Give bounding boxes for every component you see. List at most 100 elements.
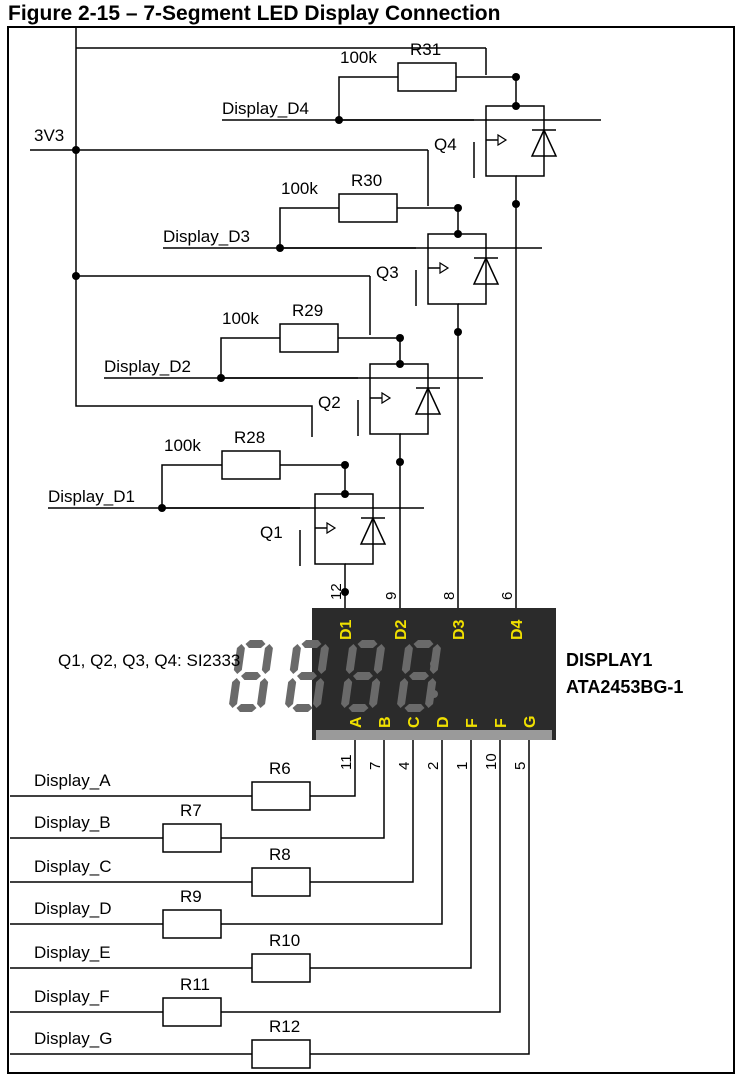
- segment-bar: [397, 678, 409, 708]
- junction-dot: [512, 200, 520, 208]
- resistor-r11: [162, 997, 222, 1027]
- resistor-r7: [162, 823, 222, 853]
- pin-number: 4: [396, 762, 413, 770]
- digit-1: [229, 640, 273, 712]
- segment-wires: [10, 740, 530, 1055]
- segment-bar: [317, 644, 329, 674]
- segment-bar: [285, 678, 297, 708]
- junction-dot: [158, 504, 166, 512]
- net-label: Display_F: [34, 987, 110, 1006]
- display-bezel: [316, 730, 552, 740]
- segment-driver-display-c: Display_C R8 4: [10, 740, 414, 897]
- segment-bar: [373, 644, 385, 674]
- junction-dot: [341, 490, 349, 498]
- figure-frame: [7, 26, 735, 1074]
- segment-bar: [404, 704, 425, 712]
- net-label: Display_D1: [48, 487, 135, 506]
- resistor-r8: [251, 867, 311, 897]
- net-label: Display_D: [34, 899, 111, 918]
- resistor-r10: [251, 953, 311, 983]
- resistor-r31: [397, 62, 457, 92]
- segment-wires: [10, 740, 356, 797]
- segment-bar: [292, 704, 313, 712]
- resistor-designator: R29: [292, 301, 323, 320]
- junction-dot: [217, 374, 225, 382]
- junction-dot: [454, 328, 462, 336]
- channel-arrow-icon: [326, 521, 337, 535]
- segment-driver-display-d: Display_D R9 2: [10, 740, 443, 939]
- transistor-designator: Q2: [318, 393, 341, 412]
- resistor-designator: R11: [180, 975, 210, 994]
- resistor-designator: R9: [180, 887, 202, 906]
- resistor-designator: R8: [269, 845, 291, 864]
- resistor-designator: R10: [269, 931, 300, 950]
- segment-bar: [240, 672, 261, 680]
- segment-bar: [229, 678, 241, 708]
- body-diode-icon: [472, 256, 500, 285]
- segment-bar: [369, 678, 381, 708]
- pin-number: 1: [454, 762, 471, 770]
- body-diode-icon: [359, 516, 387, 545]
- digit-label: D2: [393, 619, 410, 640]
- segment-bar: [289, 644, 301, 674]
- junction-dot: [512, 73, 520, 81]
- segment-label: A: [348, 716, 365, 728]
- segment-bar: [352, 672, 373, 680]
- resistor-value: 100k: [281, 179, 318, 198]
- junction-dot: [396, 458, 404, 466]
- pin-number: 2: [425, 762, 442, 770]
- segment-bar: [233, 644, 245, 674]
- digit-label: D1: [338, 619, 355, 640]
- resistor-designator: R30: [351, 171, 382, 190]
- resistor-designator: R7: [180, 801, 202, 820]
- pin-number: 6: [499, 592, 516, 600]
- pin-number: 7: [367, 762, 384, 770]
- resistor-r28: [221, 450, 281, 480]
- transistor-designator: Q4: [434, 135, 457, 154]
- segment-bar: [261, 644, 273, 674]
- digit-label: D4: [509, 619, 526, 640]
- figure-title: Figure 2-15 – 7-Segment LED Display Conn…: [8, 2, 500, 25]
- segment-wires: [10, 740, 501, 1013]
- net-label: Display_G: [34, 1029, 112, 1048]
- resistor-r29: [279, 323, 339, 353]
- resistor-value: 100k: [222, 309, 259, 328]
- segment-wires: [10, 740, 414, 883]
- segment-bar: [245, 640, 266, 648]
- junction-dot: [341, 588, 349, 596]
- junction-dot: [396, 334, 404, 342]
- junction-dot: [396, 360, 404, 368]
- body-diode-icon: [414, 386, 442, 415]
- segment-driver-display-f: Display_F R11 10: [10, 740, 501, 1027]
- segment-bar: [296, 672, 317, 680]
- segment-label: B: [377, 716, 394, 728]
- channel-arrow-icon: [497, 133, 508, 147]
- channel-arrow-icon: [381, 391, 392, 405]
- resistor-designator: R6: [269, 759, 291, 778]
- segment-label: C: [406, 716, 423, 728]
- net-label: Display_C: [34, 857, 111, 876]
- segment-bar: [341, 678, 353, 708]
- segment-bar: [348, 704, 369, 712]
- digit-label: D3: [451, 619, 468, 640]
- pin-number: 10: [483, 753, 500, 770]
- pin-number: 8: [441, 592, 458, 600]
- segment-label: F: [464, 718, 481, 728]
- segment-wires: [10, 740, 385, 839]
- colon-dot-upper: [430, 660, 438, 668]
- stage-wires: [163, 207, 542, 608]
- resistor-r6: [251, 781, 311, 811]
- display-part: ATA2453BG-1: [566, 677, 683, 697]
- net-label: Display_D2: [104, 357, 191, 376]
- resistor-r12: [251, 1039, 311, 1069]
- supply-rail: [30, 28, 487, 437]
- segment-bar: [236, 704, 257, 712]
- junction-dot: [512, 102, 520, 110]
- junction-dot: [454, 230, 462, 238]
- junction-dot: [335, 116, 343, 124]
